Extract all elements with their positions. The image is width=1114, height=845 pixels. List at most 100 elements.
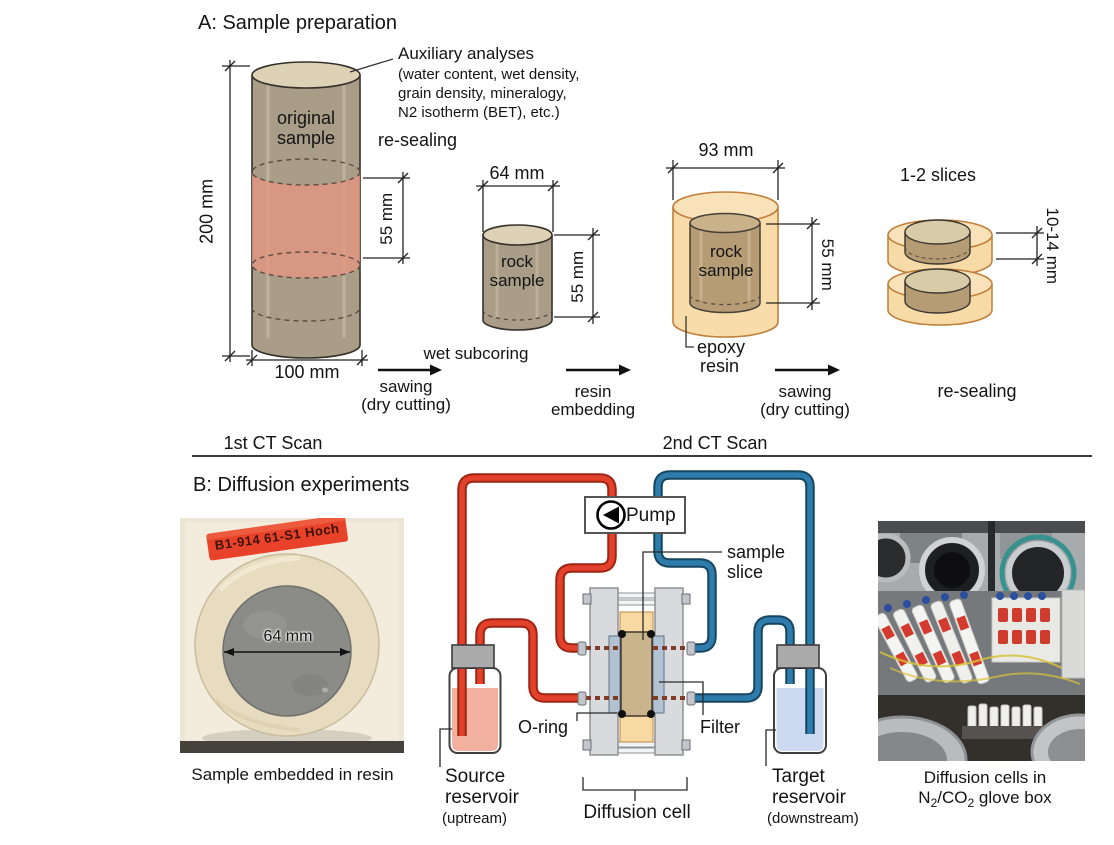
source-reservoir-bottle <box>448 667 502 754</box>
dim-55mm-rock-label: 55 mm <box>568 250 588 303</box>
epoxy-label-2: resin <box>700 356 740 376</box>
filter-label: Filter <box>700 717 740 737</box>
arrow-sawing-1 <box>378 364 442 376</box>
sawing-2-label: sawing <box>778 382 832 401</box>
auxiliary-callout-line <box>349 58 394 73</box>
target-bottle-cap <box>776 644 820 669</box>
filter-right <box>652 635 665 714</box>
left-photo-caption: Sample embedded in resin <box>191 765 394 784</box>
callout-lines <box>439 551 776 801</box>
vial-rack <box>991 592 1061 663</box>
target-downstream-label: (downstream) <box>767 810 859 827</box>
dimension-200mm <box>222 60 250 362</box>
dim-10-14mm-label: 10-14 mm <box>1042 207 1062 285</box>
cap-n: N <box>918 788 931 807</box>
stand-pole <box>988 521 995 646</box>
slice-1 <box>887 219 993 277</box>
sample-slice-in-cell <box>620 631 653 717</box>
rock-core-inside-epoxy <box>689 212 761 314</box>
side-panel <box>1061 589 1085 679</box>
yellow-tubing <box>879 651 1063 669</box>
cap-mid: /CO <box>937 788 968 807</box>
target-callout <box>765 729 776 766</box>
glove-port-partial <box>878 533 911 583</box>
epoxy-embedded-sample <box>672 191 779 338</box>
table-edge-strip <box>180 741 404 753</box>
diffusion-cell-label: Diffusion cell <box>583 802 691 823</box>
auxiliary-line-1: (water content, wet density, <box>398 66 580 83</box>
pump-box <box>584 496 686 534</box>
photo-glove-box <box>878 521 1085 761</box>
original-sample-label-1: original <box>276 108 336 128</box>
filter-callout <box>659 681 704 715</box>
target-reservoir-label-2: reservoir <box>772 787 846 808</box>
ct-scan-1-label: 1st CT Scan <box>223 433 323 453</box>
slices-title: 1-2 slices <box>899 165 977 185</box>
re-sealing-bottom-label: re-sealing <box>937 381 1017 401</box>
pump-icon <box>596 500 626 530</box>
dimension-55mm-rock <box>554 228 600 324</box>
dimension-10-14mm <box>996 226 1044 266</box>
original-sample-label-2: sample <box>276 128 336 148</box>
dim-200mm-label: 200 mm <box>196 178 217 244</box>
photo-sample-in-resin <box>180 518 404 753</box>
dim-64mm-label: 64 mm <box>489 163 545 183</box>
dimension-55mm-band <box>363 172 410 264</box>
source-bottle-cap <box>451 644 495 669</box>
dim-100mm-label: 100 mm <box>274 362 340 382</box>
photo-64mm-label: 64 mm <box>263 628 313 645</box>
dimension-55mm-epoxy <box>766 217 820 310</box>
sample-slice-label-2: slice <box>727 562 764 582</box>
target-reservoir-label-1: Target <box>772 766 825 787</box>
small-bottles <box>962 703 1052 739</box>
rock-disc <box>222 585 352 717</box>
sample-slices <box>887 219 993 326</box>
rock-sample-cylinder <box>482 224 553 331</box>
red-tubing <box>457 473 617 736</box>
auxiliary-analyses-title: Auxiliary analyses <box>398 44 535 63</box>
cap-end: glove box <box>974 788 1052 807</box>
diffusion-cell-bracket <box>582 777 688 801</box>
sample-slice-callout <box>642 551 722 640</box>
dim-55mm-band-label: 55 mm <box>377 192 397 245</box>
flow-channels <box>586 646 687 700</box>
red-sample-tag <box>206 518 349 561</box>
dry-cutting-1-label: (dry cutting) <box>361 395 451 414</box>
ct-scan-2-label: 2nd CT Scan <box>662 433 768 453</box>
diffusion-cells-array <box>878 591 990 685</box>
embedded-rock-label-1: rock <box>709 242 743 261</box>
epoxy-resin-callout <box>685 316 694 348</box>
dimension-64mm <box>476 180 560 232</box>
rock-sample-label-2: sample <box>489 271 545 290</box>
arrow-sawing-2 <box>775 364 840 376</box>
panel-a-title: A: Sample preparation <box>198 12 398 34</box>
epoxy-label-1: epoxy <box>697 337 746 357</box>
right-photo-caption-2: N2/CO2 glove box <box>890 788 1080 811</box>
arrow-resin-embedding <box>566 364 631 376</box>
dim-93mm-label: 93 mm <box>698 140 754 160</box>
cap-sub-a: 2 <box>930 796 938 810</box>
blue-tubing <box>653 470 815 734</box>
dimension-100mm <box>246 350 368 366</box>
dim-55mm-epoxy-label: 55 mm <box>817 238 837 291</box>
right-photo-caption-1: Diffusion cells in <box>923 768 1047 787</box>
slice-2 <box>887 268 993 326</box>
diffusion-cell <box>577 587 696 756</box>
wet-subcoring-label: wet subcoring <box>423 344 529 363</box>
embedded-rock-label-2: sample <box>698 261 754 280</box>
sample-slice-label-1: sample <box>727 542 786 562</box>
o-rings <box>618 630 655 718</box>
cap-sub-b: 2 <box>967 796 975 810</box>
dimension-93mm <box>666 160 785 200</box>
panel-b-title: B: Diffusion experiments <box>193 474 410 496</box>
rock-sample-label-1: rock <box>500 252 534 271</box>
source-callout <box>439 728 452 767</box>
target-reservoir-bottle <box>773 667 827 754</box>
port-connectors <box>577 641 696 706</box>
source-reservoir-label-1: Source <box>445 766 506 787</box>
sawing-1-label: sawing <box>379 377 433 396</box>
diffusion-schematic <box>439 470 827 801</box>
oring-label: O-ring <box>518 717 569 737</box>
